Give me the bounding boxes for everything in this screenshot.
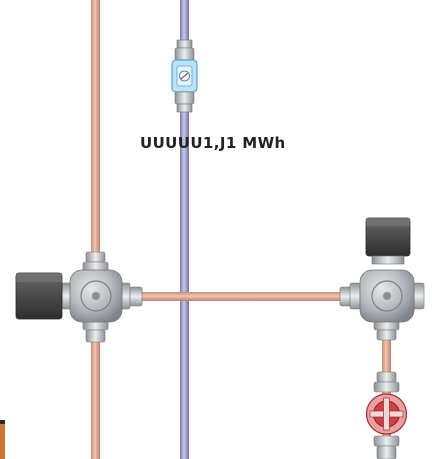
energy-meter-reading: UUUUU1,J1 MWh [140, 134, 286, 152]
hot-connecting-pipe [140, 292, 350, 301]
hot-supply-pipe [91, 0, 100, 459]
four-way-valve-right[interactable] [339, 217, 425, 341]
circulation-pump-icon[interactable] [365, 371, 408, 459]
cold-return-pipe [180, 0, 189, 459]
four-way-valve-left[interactable] [15, 251, 143, 343]
partial-component-edge [0, 420, 5, 459]
flow-meter-icon[interactable] [171, 39, 198, 113]
